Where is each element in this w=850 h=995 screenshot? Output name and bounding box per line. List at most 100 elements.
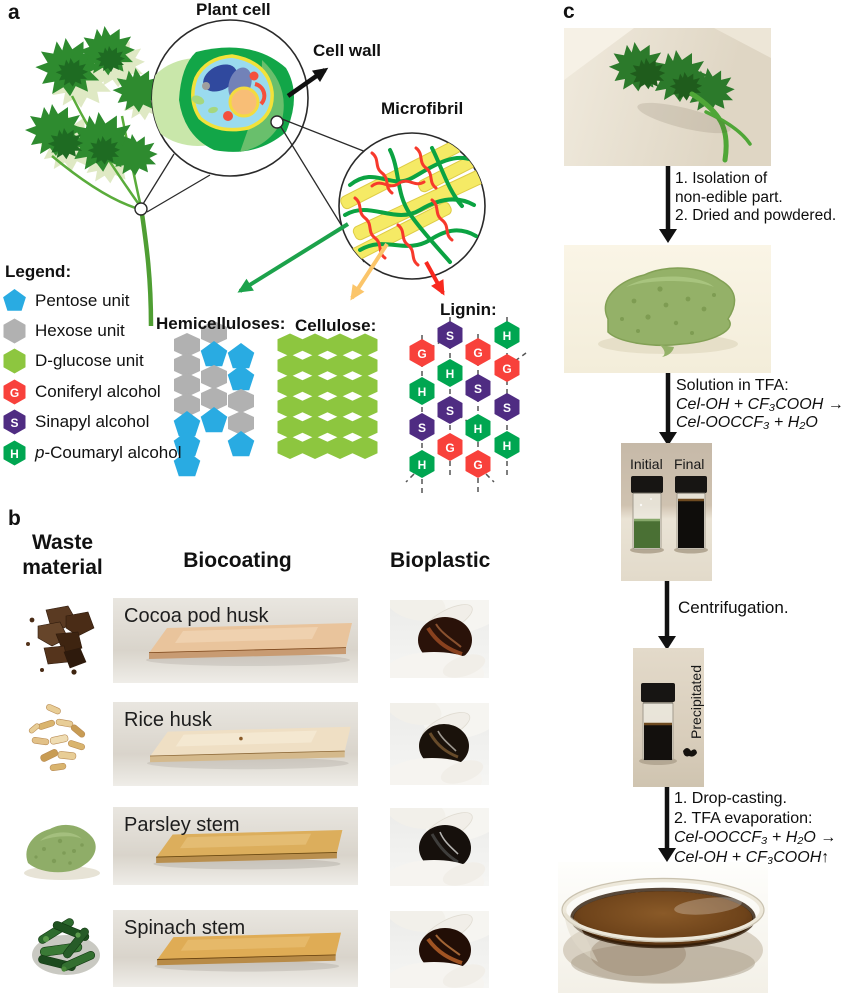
coating-label: Rice husk xyxy=(124,709,212,731)
bioplastic-photo-spinach xyxy=(390,911,489,988)
green-powder-art xyxy=(598,267,738,357)
petri-dish-photo xyxy=(558,862,768,993)
svg-text:H: H xyxy=(446,367,455,381)
biocoating-slide-cocoa xyxy=(146,623,352,666)
svg-text:S: S xyxy=(474,382,482,396)
plant-cell-interior xyxy=(152,47,294,152)
biocoating-slide-spinach xyxy=(154,932,342,972)
stem-zoom-circle xyxy=(134,202,148,216)
cell-wall-arrow xyxy=(286,67,329,98)
cell-wall-label: Cell wall xyxy=(313,41,382,60)
flow-arrow-3 xyxy=(658,581,676,650)
pentose-unit-icon xyxy=(3,289,26,311)
parsley-plant-illustration xyxy=(25,26,169,327)
biocoating-photo-parsley: Parsley stem xyxy=(113,807,358,885)
coating-label: Parsley stem xyxy=(124,814,240,836)
step-1-text: 1. Isolation of non-edible part. 2. Drie… xyxy=(675,170,837,224)
flow-arrow-1 xyxy=(659,166,677,243)
flow-arrow-4 xyxy=(658,787,676,862)
parsley-sprig-photo xyxy=(564,28,771,166)
legend-item-d-glucose: D-glucose unit xyxy=(3,348,144,374)
svg-text:G: G xyxy=(10,386,19,400)
coating-label: Cocoa pod husk xyxy=(124,605,269,627)
green-powder-photo xyxy=(564,245,771,373)
lignin-arrow xyxy=(424,261,445,296)
panel-a-label: a xyxy=(8,1,20,24)
hemicelluloses-structure xyxy=(173,321,255,477)
parsley-sprig-art xyxy=(564,28,771,163)
coniferyl-alcohol-icon: G xyxy=(3,379,26,405)
panel-c-label: c xyxy=(563,0,575,23)
biocoating-slide-rice xyxy=(147,726,351,770)
bioplastic-photo-rice xyxy=(390,703,489,785)
svg-text:S: S xyxy=(10,416,18,430)
svg-text:G: G xyxy=(502,362,511,376)
hemicellulose-arrow xyxy=(237,222,350,293)
bioplastic-art-cocoa xyxy=(390,600,489,678)
d-glucose-unit-icon xyxy=(3,348,26,374)
bioplastic-photo-cocoa xyxy=(390,600,489,678)
parsley-stem-powder-photo xyxy=(24,824,100,880)
svg-text:G: G xyxy=(473,458,482,472)
bioplastic-header: Bioplastic xyxy=(390,549,491,572)
step-2-text: Solution in TFA: Cel-OH + CF₃COOH → Cel-… xyxy=(676,377,844,433)
precipitated-photo: Precipitated xyxy=(633,648,704,787)
tfa-formula-line1: Cel-OH + CF₃COOH → xyxy=(676,395,844,413)
plant-cell-label: Plant cell xyxy=(196,0,271,19)
hemicelluloses-label: Hemicelluloses: xyxy=(156,314,286,333)
flow-arrow-2 xyxy=(659,373,677,446)
legend-item-label: p-Coumaryl alcohol xyxy=(35,443,182,462)
legend-item-label: D-glucose unit xyxy=(35,351,144,370)
step-4-text: 1. Drop-casting. 2. TFA evaporation: Cel… xyxy=(674,790,837,866)
bioplastic-art-parsley xyxy=(390,808,489,886)
waste-material-header: Waste material xyxy=(22,531,103,579)
coating-label: Spinach stem xyxy=(124,917,246,939)
vials-photo: Initial Final xyxy=(621,443,712,581)
legend-item-sinapyl: S Sinapyl alcohol xyxy=(3,409,149,435)
svg-text:S: S xyxy=(446,329,454,343)
svg-text:H: H xyxy=(10,447,19,461)
cellulose-structure xyxy=(277,333,378,459)
legend-item-p-coumaryl: H p-Coumaryl alcohol xyxy=(3,440,181,466)
bioplastic-art-rice xyxy=(390,703,489,785)
vials-art xyxy=(630,476,708,554)
petri-dish-art xyxy=(561,877,765,984)
legend-item-hexose: Hexose unit xyxy=(3,318,125,344)
svg-text:H: H xyxy=(503,329,512,343)
spinach-stem-photo xyxy=(32,918,100,975)
bioplastic-art-spinach xyxy=(390,911,489,988)
svg-text:H: H xyxy=(418,385,427,399)
svg-text:S: S xyxy=(503,401,511,415)
biocoating-photo-rice: Rice husk xyxy=(113,702,358,786)
rice-husk-photo xyxy=(28,704,86,771)
bioplastic-photo-parsley xyxy=(390,808,489,886)
legend-item-label: Coniferyl alcohol xyxy=(35,382,161,401)
legend-item-pentose: Pentose unit xyxy=(3,288,130,314)
biocoating-photo-cocoa: Cocoa pod husk xyxy=(113,598,358,683)
microfibril-label: Microfibril xyxy=(381,99,464,118)
lignin-label: Lignin: xyxy=(440,300,497,319)
cellulose-label: Cellulose: xyxy=(295,316,377,335)
microfibril-interior xyxy=(339,140,485,268)
svg-text:S: S xyxy=(446,404,454,418)
cellulose-arrow xyxy=(350,242,389,301)
svg-text:G: G xyxy=(473,346,482,360)
svg-text:G: G xyxy=(445,441,454,455)
biocoating-slide-parsley xyxy=(153,829,343,870)
sinapyl-alcohol-icon: S xyxy=(3,409,26,435)
precipitated-label: Precipitated xyxy=(688,665,704,739)
wall-zoom-circle xyxy=(270,115,284,129)
svg-text:H: H xyxy=(418,458,427,472)
legend-item-coniferyl: G Coniferyl alcohol xyxy=(3,379,161,405)
tfa-title: Solution in TFA: xyxy=(676,377,789,394)
legend-item-label: Hexose unit xyxy=(35,321,125,340)
step-3-text: Centrifugation. xyxy=(678,598,789,617)
p-coumaryl-alcohol-icon: H xyxy=(3,440,26,466)
biocoating-header: Biocoating xyxy=(183,549,292,572)
tfa-formula-line2: Cel-OOCCF₃ + H₂O xyxy=(676,414,818,431)
hexose-unit-icon xyxy=(3,318,26,344)
svg-text:G: G xyxy=(417,347,426,361)
